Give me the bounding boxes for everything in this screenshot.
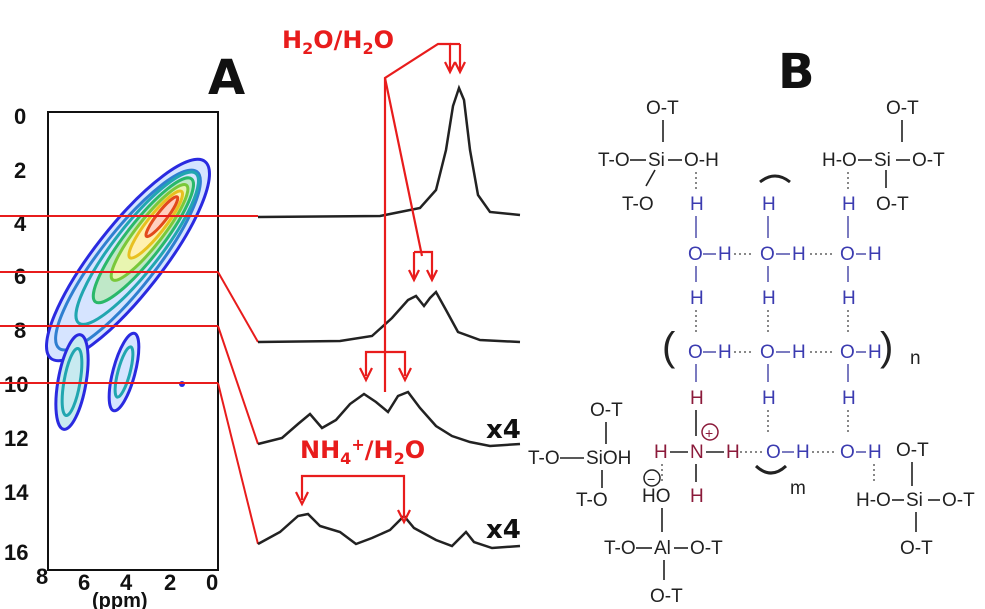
svg-text:O-T: O-T [912,150,945,171]
nh4-h2o-arrows [295,474,411,525]
svg-text:O-T: O-T [886,98,919,119]
y-tick-4: 4 [14,211,27,236]
svg-text:(: ( [662,325,676,369]
svg-text:n: n [910,348,921,369]
contour-map [45,157,211,431]
svg-text:H: H [690,486,704,507]
x-tick-2: 2 [164,570,176,595]
svg-text:H: H [690,288,704,309]
svg-text:N: N [690,442,704,463]
spectrum-trace-3 [257,390,521,448]
water-network: H H H O H O H O H H H H [688,172,882,482]
x-axis-ticks: 8 6 4 2 0 [36,564,218,595]
svg-text:H: H [762,388,776,409]
svg-text:O: O [840,342,855,363]
svg-text:H: H [792,342,806,363]
svg-text:H: H [762,288,776,309]
x-tick-0: 0 [206,570,218,595]
svg-text:T-O: T-O [598,150,630,171]
svg-text:O: O [760,342,775,363]
svg-text:H: H [842,194,856,215]
svg-text:H: H [718,244,732,265]
panel-label-b: B [778,44,815,100]
scale-factor-1: x4 [486,415,521,445]
svg-text:m: m [790,478,806,499]
svg-text:H: H [868,244,882,265]
svg-text:O-T: O-T [690,538,723,559]
svg-text:O-T: O-T [896,440,929,461]
svg-text:O-T: O-T [900,538,933,559]
svg-text:O-T: O-T [650,586,683,607]
ammonium-ion: H H N H H + [654,388,740,507]
spectra-traces [257,84,521,550]
x-axis-label: (ppm) [92,590,148,609]
panel-label-a: A [208,50,245,106]
svg-text:T-O: T-O [576,490,608,511]
svg-text:NH4+/H2O: NH4+/H2O [300,435,425,468]
aluminosilicate-site: O-T T-O SiOH T-O HO − T-O Al O-T O-T [528,400,723,607]
svg-text:H: H [726,442,740,463]
svg-text:H-O: H-O [856,490,891,511]
spectrum-trace-4 [257,512,521,550]
y-tick-0: 0 [14,104,26,129]
x-tick-4: 4 [120,570,133,595]
svg-text:H: H [868,442,882,463]
svg-text:SiOH: SiOH [586,448,631,469]
svg-text:H: H [654,442,668,463]
svg-text:O: O [688,342,703,363]
nh4-h2o-label: NH4+/H2O [300,435,425,468]
y-axis-ticks: 0 2 4 6 8 10 12 14 16 [4,104,29,565]
svg-text:H: H [690,388,704,409]
svg-text:H2O/H2O: H2O/H2O [282,26,394,58]
svg-text:O-T: O-T [876,194,909,215]
svg-text:O-T: O-T [942,490,975,511]
svg-text:H-O: H-O [822,150,857,171]
spectrum-trace-1 [257,84,521,219]
svg-text:H: H [762,194,776,215]
svg-text:Si: Si [874,150,891,171]
svg-text:O-T: O-T [646,98,679,119]
spectrum-trace-2 [257,289,521,344]
y-tick-10: 10 [4,372,28,397]
svg-text:H: H [842,388,856,409]
y-tick-14: 14 [4,480,29,505]
silanol-bottom-right: O-T H-O Si O-T O-T [856,440,975,559]
svg-text:O-H: O-H [684,150,719,171]
y-tick-12: 12 [4,426,28,451]
svg-text:+: + [705,425,713,441]
x-tick-8: 8 [36,564,48,589]
y-tick-6: 6 [14,264,26,289]
svg-text:−: − [647,471,655,487]
svg-text:H: H [868,342,882,363]
svg-text:H: H [796,442,810,463]
svg-text:T-O: T-O [528,448,560,469]
svg-text:H: H [792,244,806,265]
svg-text:Si: Si [648,150,665,171]
svg-text:T-O: T-O [622,194,654,215]
svg-text:H: H [842,288,856,309]
scale-factor-2: x4 [486,515,521,545]
chemical-structure: O-T T-O Si O-H T-O O-T H-O Si O-T O-T ( … [528,98,975,607]
h2o-h2o-label: H2O/H2O [282,26,394,58]
svg-text:H: H [718,342,732,363]
y-tick-2: 2 [14,158,26,183]
slice-lines [0,215,259,545]
svg-text:O: O [840,244,855,265]
svg-text:Si: Si [906,490,923,511]
svg-text:): ) [880,325,893,369]
svg-text:HO: HO [642,486,671,507]
svg-text:O: O [766,442,781,463]
x-tick-6: 6 [78,570,90,595]
h2o-h2o-arrows [359,42,466,392]
svg-text:H: H [690,194,704,215]
y-tick-16: 16 [4,540,28,565]
svg-text:O: O [688,244,703,265]
y-tick-8: 8 [14,318,26,343]
svg-text:Al: Al [654,538,671,559]
svg-text:T-O: T-O [604,538,636,559]
svg-text:O-T: O-T [590,400,623,421]
svg-text:O: O [840,442,855,463]
svg-text:O: O [760,244,775,265]
